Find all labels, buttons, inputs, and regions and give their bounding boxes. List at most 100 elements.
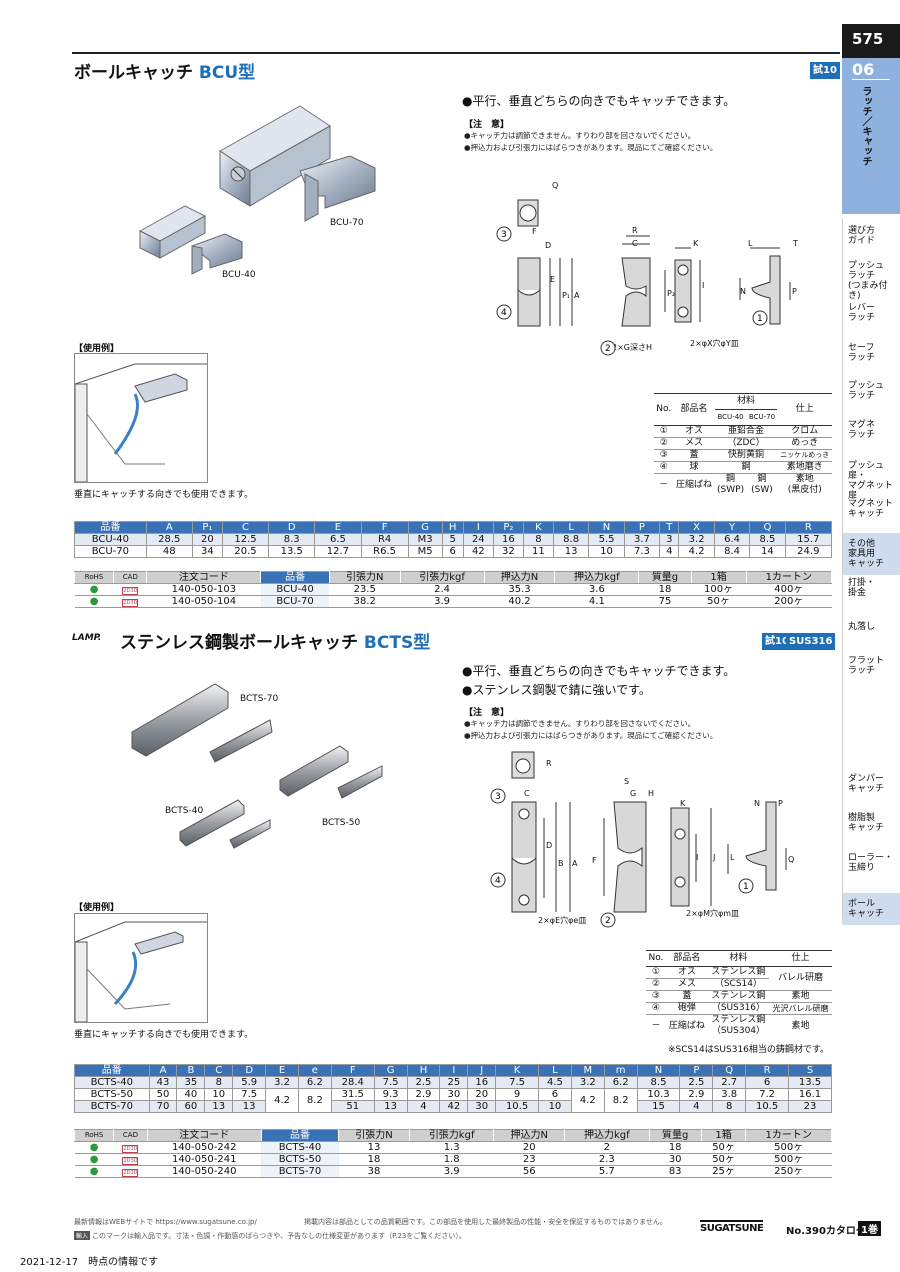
order-cell: 30 xyxy=(649,1153,702,1166)
order-header: 押込力N xyxy=(493,1129,566,1142)
order-cell[interactable]: 140-050-242 xyxy=(147,1141,262,1154)
s1-photo-label-bcu70: BCU-70 xyxy=(330,218,364,228)
svg-text:P₁: P₁ xyxy=(562,291,570,300)
spec-header: M xyxy=(570,1064,605,1077)
spec-header: m xyxy=(603,1064,638,1077)
order-cell[interactable]: 140-050-103 xyxy=(146,583,261,596)
spec-cell: BCU-40 xyxy=(74,533,147,546)
sidebar-item[interactable]: レバー ラッチ xyxy=(848,303,876,323)
s1-usage-figure xyxy=(74,353,208,483)
order-header: 質量g xyxy=(638,571,692,584)
order-cell: 38.2 xyxy=(329,595,400,608)
sidebar-item[interactable]: ダンパー キャッチ xyxy=(848,774,885,794)
spec-header: K xyxy=(522,521,554,534)
spec-cell: 35 xyxy=(176,1076,206,1089)
rohs-icon: ● xyxy=(74,1165,114,1178)
spec-header: A xyxy=(148,1064,178,1077)
spec-cell: 43 xyxy=(148,1076,178,1089)
spec-cell: 20.5 xyxy=(221,545,270,558)
svg-text:1: 1 xyxy=(743,882,749,892)
cad-icon[interactable]: 2D3D xyxy=(113,595,147,608)
spec-header: P xyxy=(623,521,661,534)
sidebar-item[interactable]: マグネット キャッチ xyxy=(848,499,894,519)
order-cell: 500ヶ xyxy=(745,1153,832,1166)
sidebar-item[interactable]: ローラー・ 玉締り xyxy=(848,853,894,873)
cad-icon[interactable]: 2D3D xyxy=(113,583,147,596)
spec-cell: 48 xyxy=(145,545,193,558)
svg-text:2: 2 xyxy=(605,916,611,926)
order-cell[interactable]: 140-050-104 xyxy=(146,595,261,608)
spec-header: Q xyxy=(712,1064,747,1077)
spec-cell: 24.9 xyxy=(784,545,833,558)
order-cell[interactable]: 140-050-241 xyxy=(147,1153,262,1166)
sidebar-item[interactable]: 打掛・ 掛金 xyxy=(848,578,876,598)
sidebar-item[interactable]: プッシュ ラッチ xyxy=(848,381,885,401)
sidebar-item[interactable]: フラット ラッチ xyxy=(848,656,885,676)
svg-text:I: I xyxy=(702,281,704,290)
order-header: 1カートン xyxy=(745,1129,832,1142)
order-header: 引張力N xyxy=(328,571,401,584)
spec-cell: 20 xyxy=(467,1088,497,1101)
order-header: 押込力kgf xyxy=(564,1129,650,1142)
cad-icon[interactable]: 2D3D xyxy=(113,1153,148,1166)
order-header: 押込力N xyxy=(483,571,556,584)
spec-cell: R6.5 xyxy=(360,545,409,558)
spec-cell: 30 xyxy=(439,1088,469,1101)
spec-cell: 16 xyxy=(492,533,524,546)
svg-text:F: F xyxy=(532,227,537,236)
spec-cell: 2.9 xyxy=(406,1088,441,1101)
order-header: 注文コード xyxy=(146,571,262,584)
spec-cell: 28.5 xyxy=(145,533,193,546)
svg-text:P₂: P₂ xyxy=(667,289,675,298)
order-header: 引張力kgf xyxy=(399,571,485,584)
order-header: 1箱 xyxy=(700,1129,747,1142)
catalog-label: No.390カタログ xyxy=(786,1226,866,1237)
s2-feature-1: ●平行、垂直どちらの向きでもキャッチできます。 xyxy=(462,664,736,678)
sidebar-item[interactable]: プッシュ扉・ マグネット扉 xyxy=(848,461,894,501)
svg-text:K: K xyxy=(680,799,686,808)
spec-cell: 6.5 xyxy=(314,533,362,546)
chapter-tab[interactable]: 06 ラッチ／キャッチ xyxy=(842,58,900,214)
spec-cell: 4.2 xyxy=(678,545,715,558)
s1-usage-title: 【使用例】 xyxy=(74,344,120,354)
sidebar-item[interactable]: ボール キャッチ xyxy=(842,893,900,925)
sidebar-item[interactable]: マグネ ラッチ xyxy=(848,420,876,440)
spec-cell: 10 xyxy=(588,545,625,558)
sidebar-item[interactable]: 丸落し xyxy=(848,622,876,632)
order-cell: BCTS-70 xyxy=(261,1165,339,1178)
cad-icon[interactable]: 2D3D xyxy=(113,1141,148,1154)
rohs-icon: ● xyxy=(74,583,114,596)
order-cell: 100ヶ xyxy=(691,583,747,596)
spec-header: I xyxy=(462,521,494,534)
order-cell: 75 xyxy=(638,595,692,608)
sidebar-item[interactable]: その他 家具用 キャッチ xyxy=(842,533,900,575)
cad-icon[interactable]: 2D3D xyxy=(113,1165,148,1178)
spec-cell: 4 xyxy=(659,545,680,558)
s1-caution-2: ●押込力および引張力にはばらつきがあります。現品にてご確認ください。 xyxy=(464,143,718,152)
spec-cell: 42 xyxy=(439,1100,469,1113)
spec-cell: 13 xyxy=(552,545,590,558)
s1-usage-caption: 垂直にキャッチする向きでも使用できます。 xyxy=(74,490,254,500)
spec-cell: BCTS-40 xyxy=(74,1076,150,1089)
spec-header: F xyxy=(360,521,409,534)
sidebar-item[interactable]: プッシュ ラッチ (つまみ付き) xyxy=(848,261,888,301)
sidebar-item[interactable]: 選び方 ガイド xyxy=(848,226,876,246)
sidebar-item[interactable]: 樹脂製 キャッチ xyxy=(848,813,885,833)
spec-cell: 8.2 xyxy=(297,1088,332,1113)
order-cell[interactable]: 140-050-240 xyxy=(147,1165,262,1178)
svg-text:E: E xyxy=(550,275,555,284)
spec-cell: 8 xyxy=(522,533,554,546)
spec-cell: 3.2 xyxy=(265,1076,299,1089)
s2-photo-label-bcts40: BCTS-40 xyxy=(165,806,204,816)
order-cell: 500ヶ xyxy=(745,1141,832,1154)
sidebar-item[interactable]: セーフ ラッチ xyxy=(848,343,876,363)
order-cell: BCTS-40 xyxy=(261,1141,339,1154)
spec-cell: 3 xyxy=(659,533,680,546)
